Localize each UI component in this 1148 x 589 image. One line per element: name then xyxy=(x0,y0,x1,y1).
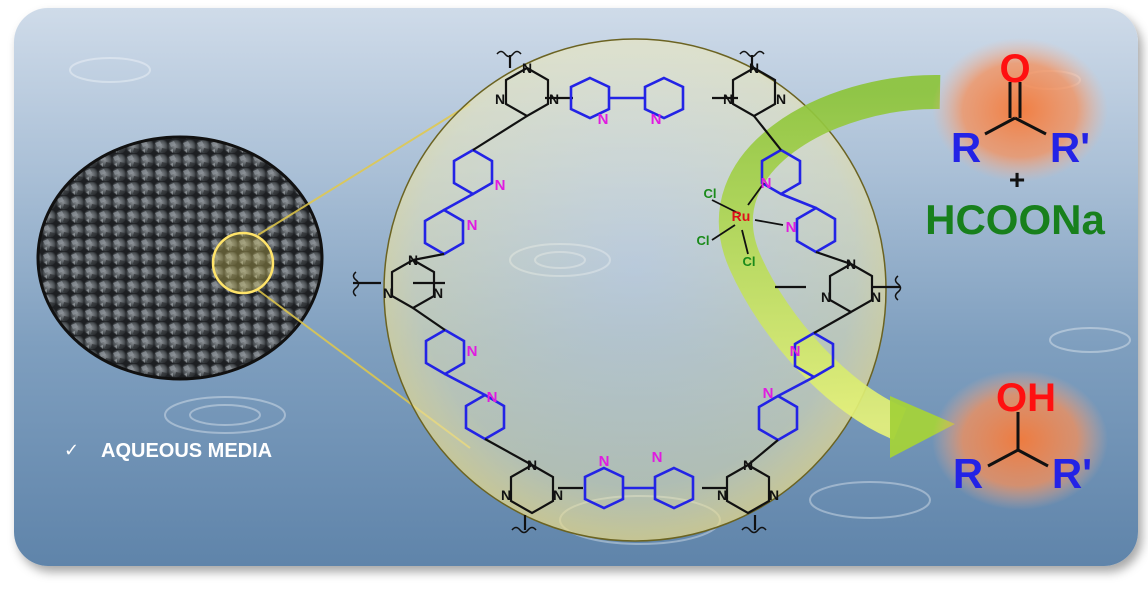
triazine-n: N xyxy=(749,60,759,76)
pyridine-n: N xyxy=(651,111,662,128)
triazine-n: N xyxy=(846,256,856,272)
pyridine-n: N xyxy=(763,385,774,402)
reaction-arrow xyxy=(718,74,955,458)
pyridine-n: N xyxy=(487,389,498,406)
triazine-n: N xyxy=(821,289,831,305)
triazine-n: N xyxy=(871,289,881,305)
triazine-n: N xyxy=(527,457,537,473)
triazine-n: N xyxy=(433,285,443,301)
triazine-n: N xyxy=(383,285,393,301)
triazine-n: N xyxy=(549,91,559,107)
triazine-n: N xyxy=(769,487,779,503)
aqueous-media-label: AQUEOUS MEDIA xyxy=(101,440,273,462)
alcohol-structure xyxy=(987,412,1049,468)
zoom-spot xyxy=(211,231,275,295)
reactant-r-prime: R' xyxy=(1050,124,1090,171)
pyridine-n: N xyxy=(495,177,506,194)
chloride-ligand: Cl xyxy=(697,233,710,248)
triazine-n: N xyxy=(553,487,563,503)
triazine-n: N xyxy=(776,91,786,107)
chloride-ligand: Cl xyxy=(704,186,717,201)
triazine-n: N xyxy=(495,91,505,107)
check-icon: ✓ xyxy=(64,440,80,461)
triazine-n: N xyxy=(717,487,727,503)
triazine-n: N xyxy=(723,91,733,107)
reactant-r: R xyxy=(951,124,981,171)
triazine-rings xyxy=(390,66,874,515)
product-glow xyxy=(932,370,1108,510)
pyridine-n: N xyxy=(598,111,609,128)
triazine-n: N xyxy=(408,252,418,268)
plus-sign: + xyxy=(1009,164,1025,195)
pyridine-n: N xyxy=(786,219,797,236)
product-r: R xyxy=(953,450,983,497)
ruthenium-bonds xyxy=(711,182,784,255)
pyridine-n: N xyxy=(467,343,478,360)
wavy-terminations xyxy=(352,50,902,534)
triazine-n: N xyxy=(501,487,511,503)
triazine-n: N xyxy=(522,60,532,76)
triazine-n: N xyxy=(743,457,753,473)
ring-links xyxy=(443,96,817,490)
pyridine-n: N xyxy=(599,453,610,470)
framework-side-bonds xyxy=(412,115,852,466)
reagent-formate: HCOONa xyxy=(925,196,1105,243)
chloride-ligand: Cl xyxy=(743,254,756,269)
pyridine-n: N xyxy=(467,217,478,234)
ruthenium-atom: Ru xyxy=(732,208,751,224)
pyridine-n: N xyxy=(790,343,801,360)
catalyst-powder-image xyxy=(36,135,324,381)
ketone-structure xyxy=(984,82,1047,136)
pyridine-n: N xyxy=(761,175,772,192)
product-hydroxyl: OH xyxy=(996,376,1056,420)
product-r-prime: R' xyxy=(1052,450,1092,497)
pyridine-n: N xyxy=(652,449,663,466)
carbonyl-oxygen: O xyxy=(999,47,1030,91)
